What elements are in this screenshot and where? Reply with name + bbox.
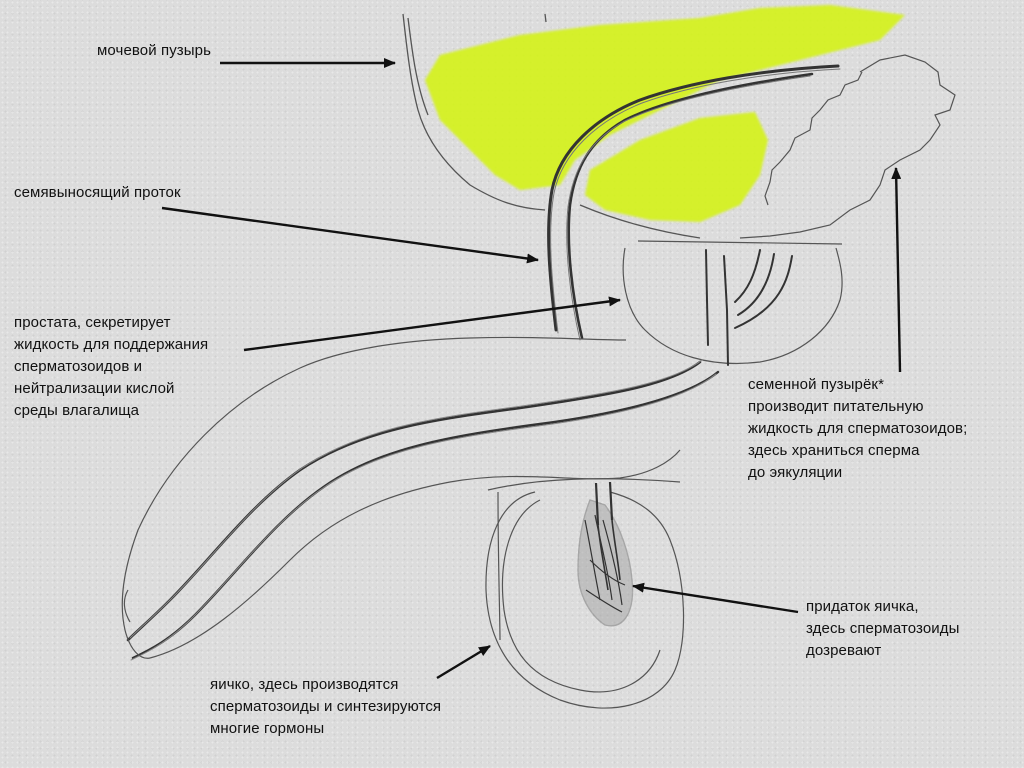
seminal-vesicle	[739, 54, 956, 239]
label-vas-deferens: семявыносящий проток	[14, 184, 181, 201]
ejaculatory-ducts	[705, 249, 793, 366]
arrow-testis	[436, 644, 491, 680]
epididymis	[577, 481, 634, 627]
bladder-outline	[402, 13, 701, 239]
label-epididymis: придаток яичка, здесь сперматозоиды дозр…	[806, 598, 960, 659]
arrow-seminal-vesicle	[891, 167, 902, 373]
bladder-highlight	[425, 5, 905, 222]
pointer-arrows	[161, 58, 902, 680]
urethra	[126, 359, 720, 661]
label-prostate: простата, секретирует жидкость для подде…	[14, 314, 209, 419]
label-testis: яичко, здесь производятся сперматозоиды …	[210, 676, 442, 737]
vas-deferens	[547, 64, 841, 341]
arrow-epididymis	[632, 582, 799, 614]
scrotum-testis	[485, 478, 685, 709]
prostate	[622, 240, 843, 365]
label-bladder: мочевой пузырь	[97, 42, 212, 59]
label-seminal-vesicle: семенной пузырёк* производит питательную…	[748, 376, 968, 481]
arrow-prostate	[243, 296, 621, 352]
arrow-vas-deferens	[161, 206, 539, 264]
penis-outline	[121, 336, 681, 659]
